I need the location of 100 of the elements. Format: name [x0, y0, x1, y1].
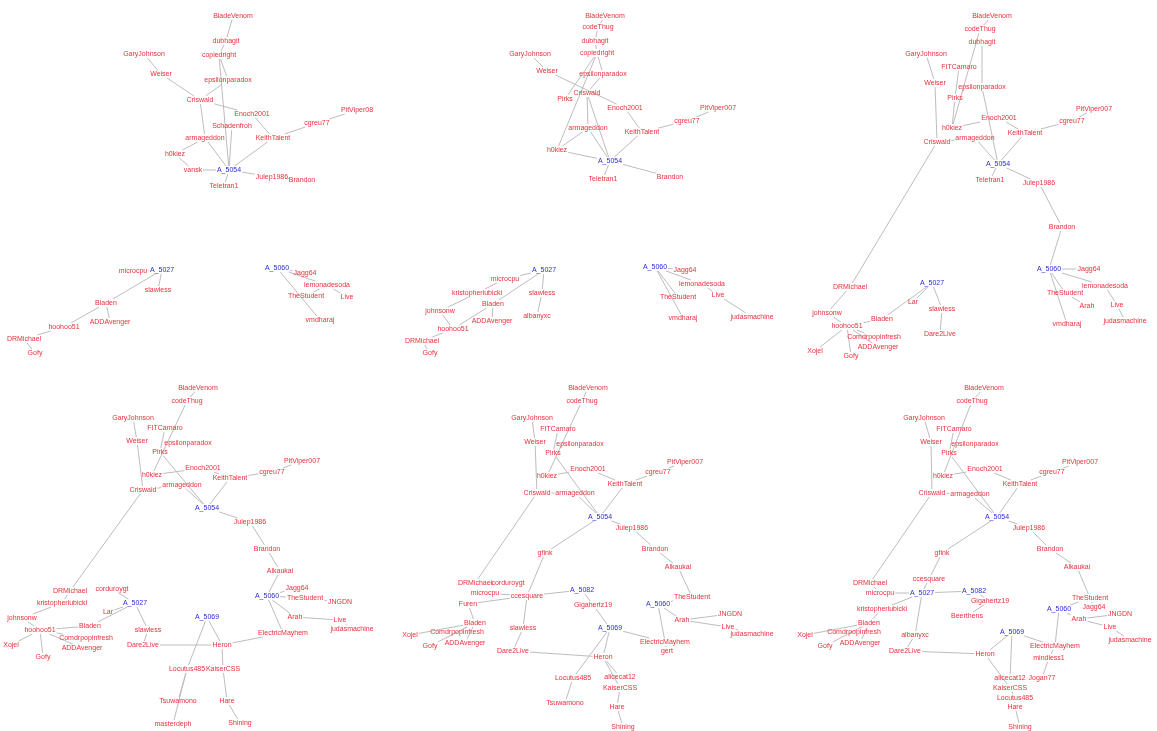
network-link: [949, 432, 954, 450]
network-link: [667, 267, 673, 270]
network-link: [213, 471, 220, 475]
network-link: [209, 481, 228, 505]
network-link: [252, 525, 265, 546]
network-link: [944, 404, 971, 473]
network-link: [36, 330, 52, 336]
network-link: [32, 606, 52, 615]
network-link: [288, 271, 316, 282]
network-link: [921, 651, 975, 655]
network-link: [668, 465, 675, 469]
network-link: [553, 432, 558, 450]
network-link: [188, 620, 206, 666]
network-link: [975, 391, 981, 398]
network-link: [1078, 570, 1089, 595]
network-link: [179, 157, 189, 167]
network-link: [1015, 710, 1020, 724]
network-link: [555, 456, 598, 514]
network-link: [1042, 661, 1049, 675]
network-link: [622, 164, 657, 174]
network-link: [313, 288, 320, 293]
network-link: [208, 620, 221, 642]
network-link: [162, 470, 185, 474]
network-link: [955, 70, 959, 95]
network-link: [1001, 136, 1022, 161]
network-link: [1066, 612, 1072, 616]
network-link: [947, 520, 992, 550]
network-link: [1107, 289, 1115, 302]
network-link: [872, 612, 879, 620]
network-link: [679, 570, 691, 594]
network-link: [617, 710, 623, 724]
network-link: [924, 421, 931, 439]
network-link: [1040, 186, 1061, 224]
network-link: [603, 631, 610, 654]
network-link: [484, 282, 498, 290]
network-link: [514, 631, 522, 648]
network-link: [224, 173, 229, 183]
network-link: [458, 307, 488, 326]
network-link: [597, 472, 616, 481]
network-link: [952, 32, 980, 125]
network-link: [431, 332, 444, 338]
network-link: [595, 608, 608, 625]
network-link: [663, 607, 677, 617]
network-link: [56, 626, 79, 630]
network-link: [112, 273, 156, 300]
network-link: [136, 606, 147, 627]
network-link: [106, 306, 110, 319]
network-link: [891, 596, 913, 606]
network-link: [442, 314, 451, 326]
network-link: [218, 58, 230, 167]
network-link: [894, 592, 910, 594]
network-link: [534, 445, 538, 490]
network-link: [707, 287, 713, 292]
network-link: [533, 57, 544, 68]
network-link: [565, 681, 573, 700]
network-link: [583, 391, 587, 398]
network-link: [447, 296, 470, 308]
network-link: [477, 597, 511, 604]
network-link: [529, 651, 593, 657]
network-link: [1054, 612, 1060, 643]
network-link: [1006, 167, 1031, 180]
network-link: [1086, 620, 1104, 626]
network-link: [1009, 635, 1013, 675]
network-link: [907, 638, 913, 648]
network-link: [832, 626, 862, 643]
network-link: [48, 633, 74, 645]
network-link: [856, 329, 865, 334]
network-link: [851, 145, 936, 284]
network-link: [146, 57, 159, 71]
network-link: [234, 141, 268, 167]
network-link: [173, 672, 187, 721]
network-link: [424, 344, 428, 350]
network-link: [567, 151, 598, 159]
network-link: [830, 290, 847, 310]
network-link: [491, 307, 494, 318]
network-link: [987, 657, 1008, 685]
network-link: [328, 113, 346, 120]
network-link: [113, 606, 124, 611]
network-link: [205, 83, 223, 97]
network-link: [532, 421, 535, 439]
network-link: [590, 131, 608, 158]
network-link: [689, 620, 722, 627]
network-link: [915, 596, 922, 632]
network-link: [930, 445, 933, 490]
network-link: [528, 556, 544, 593]
network-link: [223, 672, 227, 698]
network-link: [160, 431, 165, 449]
network-link: [981, 45, 983, 84]
network-link: [182, 141, 198, 151]
network-link: [597, 56, 603, 71]
network-link: [863, 320, 871, 324]
network-link: [962, 121, 981, 127]
network-link: [202, 169, 217, 171]
network-link: [289, 269, 293, 272]
network-link: [872, 496, 930, 580]
network-link: [1055, 552, 1072, 564]
network-link: [657, 123, 674, 129]
network-link: [200, 103, 205, 135]
network-link: [133, 421, 137, 438]
network-link: [627, 111, 640, 129]
